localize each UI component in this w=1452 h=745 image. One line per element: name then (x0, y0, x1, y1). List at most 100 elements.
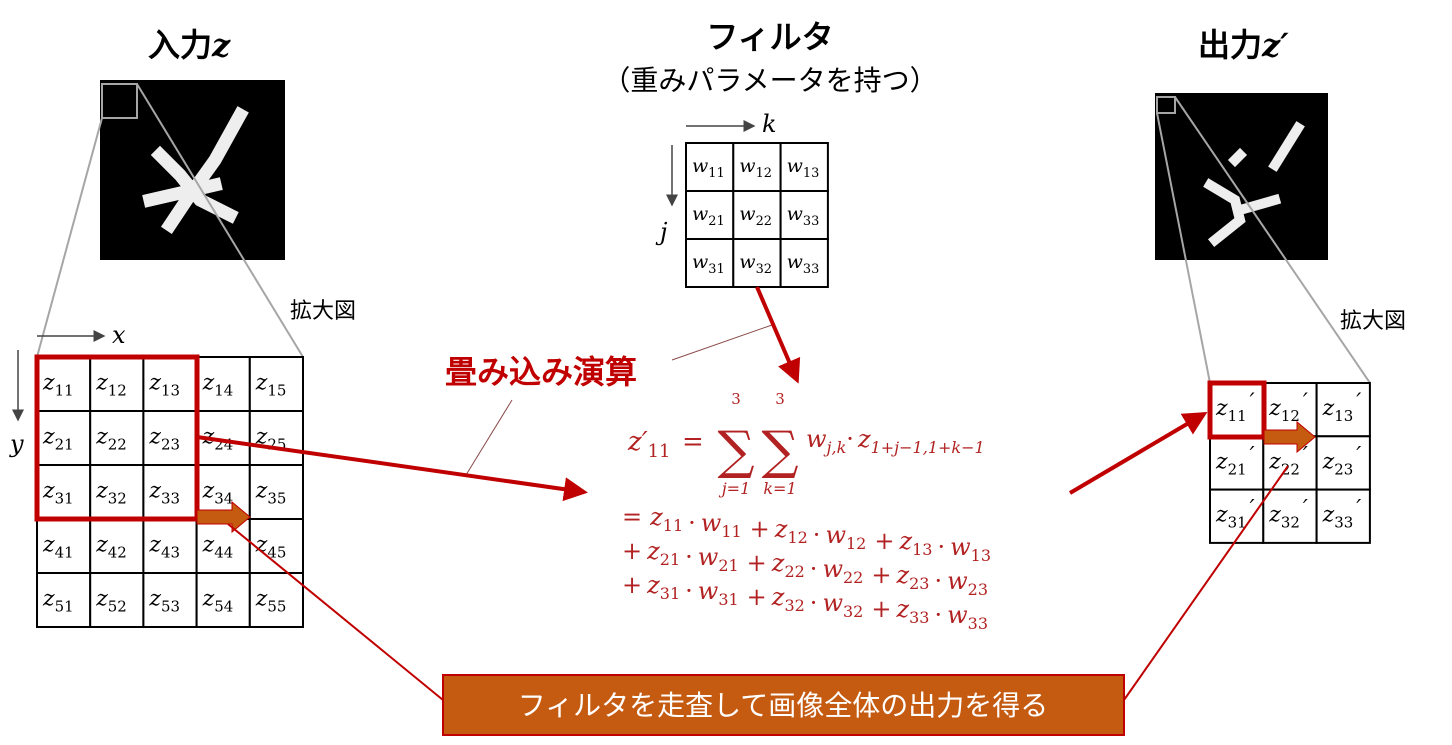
cell-label: w33 (787, 203, 820, 229)
x-axis-label: x (112, 321, 126, 349)
grid-cell (1315, 488, 1371, 544)
operation-label: 畳み込み演算 (445, 353, 637, 391)
cell-label: z32 (95, 478, 127, 507)
grid-cell (732, 142, 782, 192)
zoom-line (1156, 112, 1211, 384)
cell-label: w31 (692, 251, 725, 277)
cell-label: w22 (739, 203, 772, 229)
grid-cell (248, 572, 305, 628)
grid-cell (1209, 488, 1265, 544)
cell-label: w12 (739, 155, 772, 181)
output-zoom-label: 拡大図 (1340, 309, 1406, 334)
caption-connector-line (227, 523, 444, 701)
cell-label: z44 (202, 532, 234, 561)
cell-label: z42 (95, 532, 127, 561)
svg-text:wj,k·z1+j−1,1+k−1: wj,k·z1+j−1,1+k−1 (806, 425, 985, 457)
input-grid: z11z12z13z14z15z21z22z23z24z25z31z32z33z… (36, 356, 305, 628)
formula-line: =z11·w11+z12·w12+z13·w13 (622, 503, 991, 565)
zoom-line (36, 117, 103, 358)
cell-label: z31′ (1215, 497, 1255, 532)
formula-line: +z21·w21+z22·w22+z23·w23 (622, 537, 988, 599)
cell-label: z23′ (1322, 443, 1362, 478)
formula-line: +z31·w31+z32·w32+z33·w33 (622, 571, 988, 633)
grid-cell (89, 464, 145, 520)
cell-label: z22′ (1268, 443, 1308, 478)
cell-label: w33 (787, 251, 820, 277)
grid-cell (248, 518, 305, 574)
sum-icon: ∑ (717, 421, 754, 481)
zoom-line (136, 83, 304, 358)
grid-cell (732, 238, 782, 288)
grid-cell (248, 356, 305, 412)
pointer-line (465, 399, 513, 476)
grid-cell (89, 518, 145, 574)
cell-label: z34 (202, 478, 234, 507)
cell-label: z55 (255, 586, 287, 615)
filter-subtitle: （重みパラメータを持つ） (602, 64, 937, 97)
formula-to-output-arrow (1068, 411, 1208, 495)
cell-label: z21 (42, 424, 74, 453)
cell-label: z33 (148, 478, 180, 507)
cell-label: z11′ (1215, 390, 1255, 425)
cell-label: z22 (95, 424, 127, 453)
cell-label: z43 (148, 532, 180, 561)
grid-cell (36, 572, 92, 628)
filter-title: フィルタ (706, 18, 833, 56)
grid-cell (89, 572, 145, 628)
scan-arrow-icon (1263, 420, 1316, 454)
cell-label: z35 (255, 478, 287, 507)
cell-label: z52 (95, 586, 127, 615)
k-axis-label: k (762, 110, 777, 138)
svg-text:k=1: k=1 (763, 479, 796, 498)
cell-label: z45 (255, 532, 287, 561)
cell-label: z12′ (1268, 390, 1308, 425)
zoom-line (1174, 96, 1371, 384)
cell-label: z54 (202, 586, 234, 615)
cell-label: z14 (202, 370, 234, 399)
cell-label: z13 (148, 370, 180, 399)
cell-label: w21 (692, 203, 725, 229)
input-title: 入力z (148, 26, 231, 64)
output-grid: z11′ z12′ z13′ z21′ z22′ z23′ z31′ z32′ z33′ (1209, 382, 1371, 544)
output-title: 出力z′ (1198, 26, 1289, 64)
svg-text:3: 3 (775, 390, 785, 408)
cell-label: z41 (42, 532, 74, 561)
cell-label: z21′ (1215, 443, 1255, 478)
pointer-line (671, 324, 773, 361)
output-cell-highlight (1207, 380, 1267, 440)
cell-label: z31 (42, 478, 74, 507)
cell-label: z51 (42, 586, 74, 615)
output-digit-image (1155, 93, 1328, 260)
cell-label: z13′ (1322, 390, 1362, 425)
cell-label: z53 (148, 586, 180, 615)
grid-cell (1262, 488, 1318, 544)
cell-label: z23 (148, 424, 180, 453)
sum-icon: ∑ (761, 421, 798, 481)
input-digit-image (100, 80, 285, 260)
grid-cell (732, 190, 782, 240)
input-zoom-label: 拡大図 (290, 299, 356, 324)
cell-label: z32′ (1268, 497, 1308, 532)
grid-cell (1315, 435, 1371, 491)
y-axis-label: y (9, 430, 24, 458)
input-to-formula-arrow (196, 435, 588, 502)
cell-label: w13 (787, 155, 820, 181)
grid-cell (779, 238, 829, 288)
cell-label: z12 (95, 370, 127, 399)
cell-label: z15 (255, 370, 287, 399)
grid-cell (89, 410, 145, 466)
grid-cell (685, 238, 735, 288)
j-axis-label: j (655, 218, 668, 246)
grid-cell (89, 356, 145, 412)
svg-text:3: 3 (731, 390, 741, 408)
svg-text:j=1: j=1 (719, 479, 751, 498)
formula-lhs: z′11 (627, 427, 671, 462)
cell-label: z11 (42, 370, 74, 399)
caption-connector-line (1123, 465, 1289, 701)
cell-label: z33′ (1322, 497, 1362, 532)
convolution-formula: z′11 = 3 ∑ j=1 3 ∑ k=1 wj,k·z1+j−1,1+k−1… (622, 390, 991, 633)
cell-label: w32 (739, 251, 772, 277)
grid-cell (142, 410, 198, 466)
